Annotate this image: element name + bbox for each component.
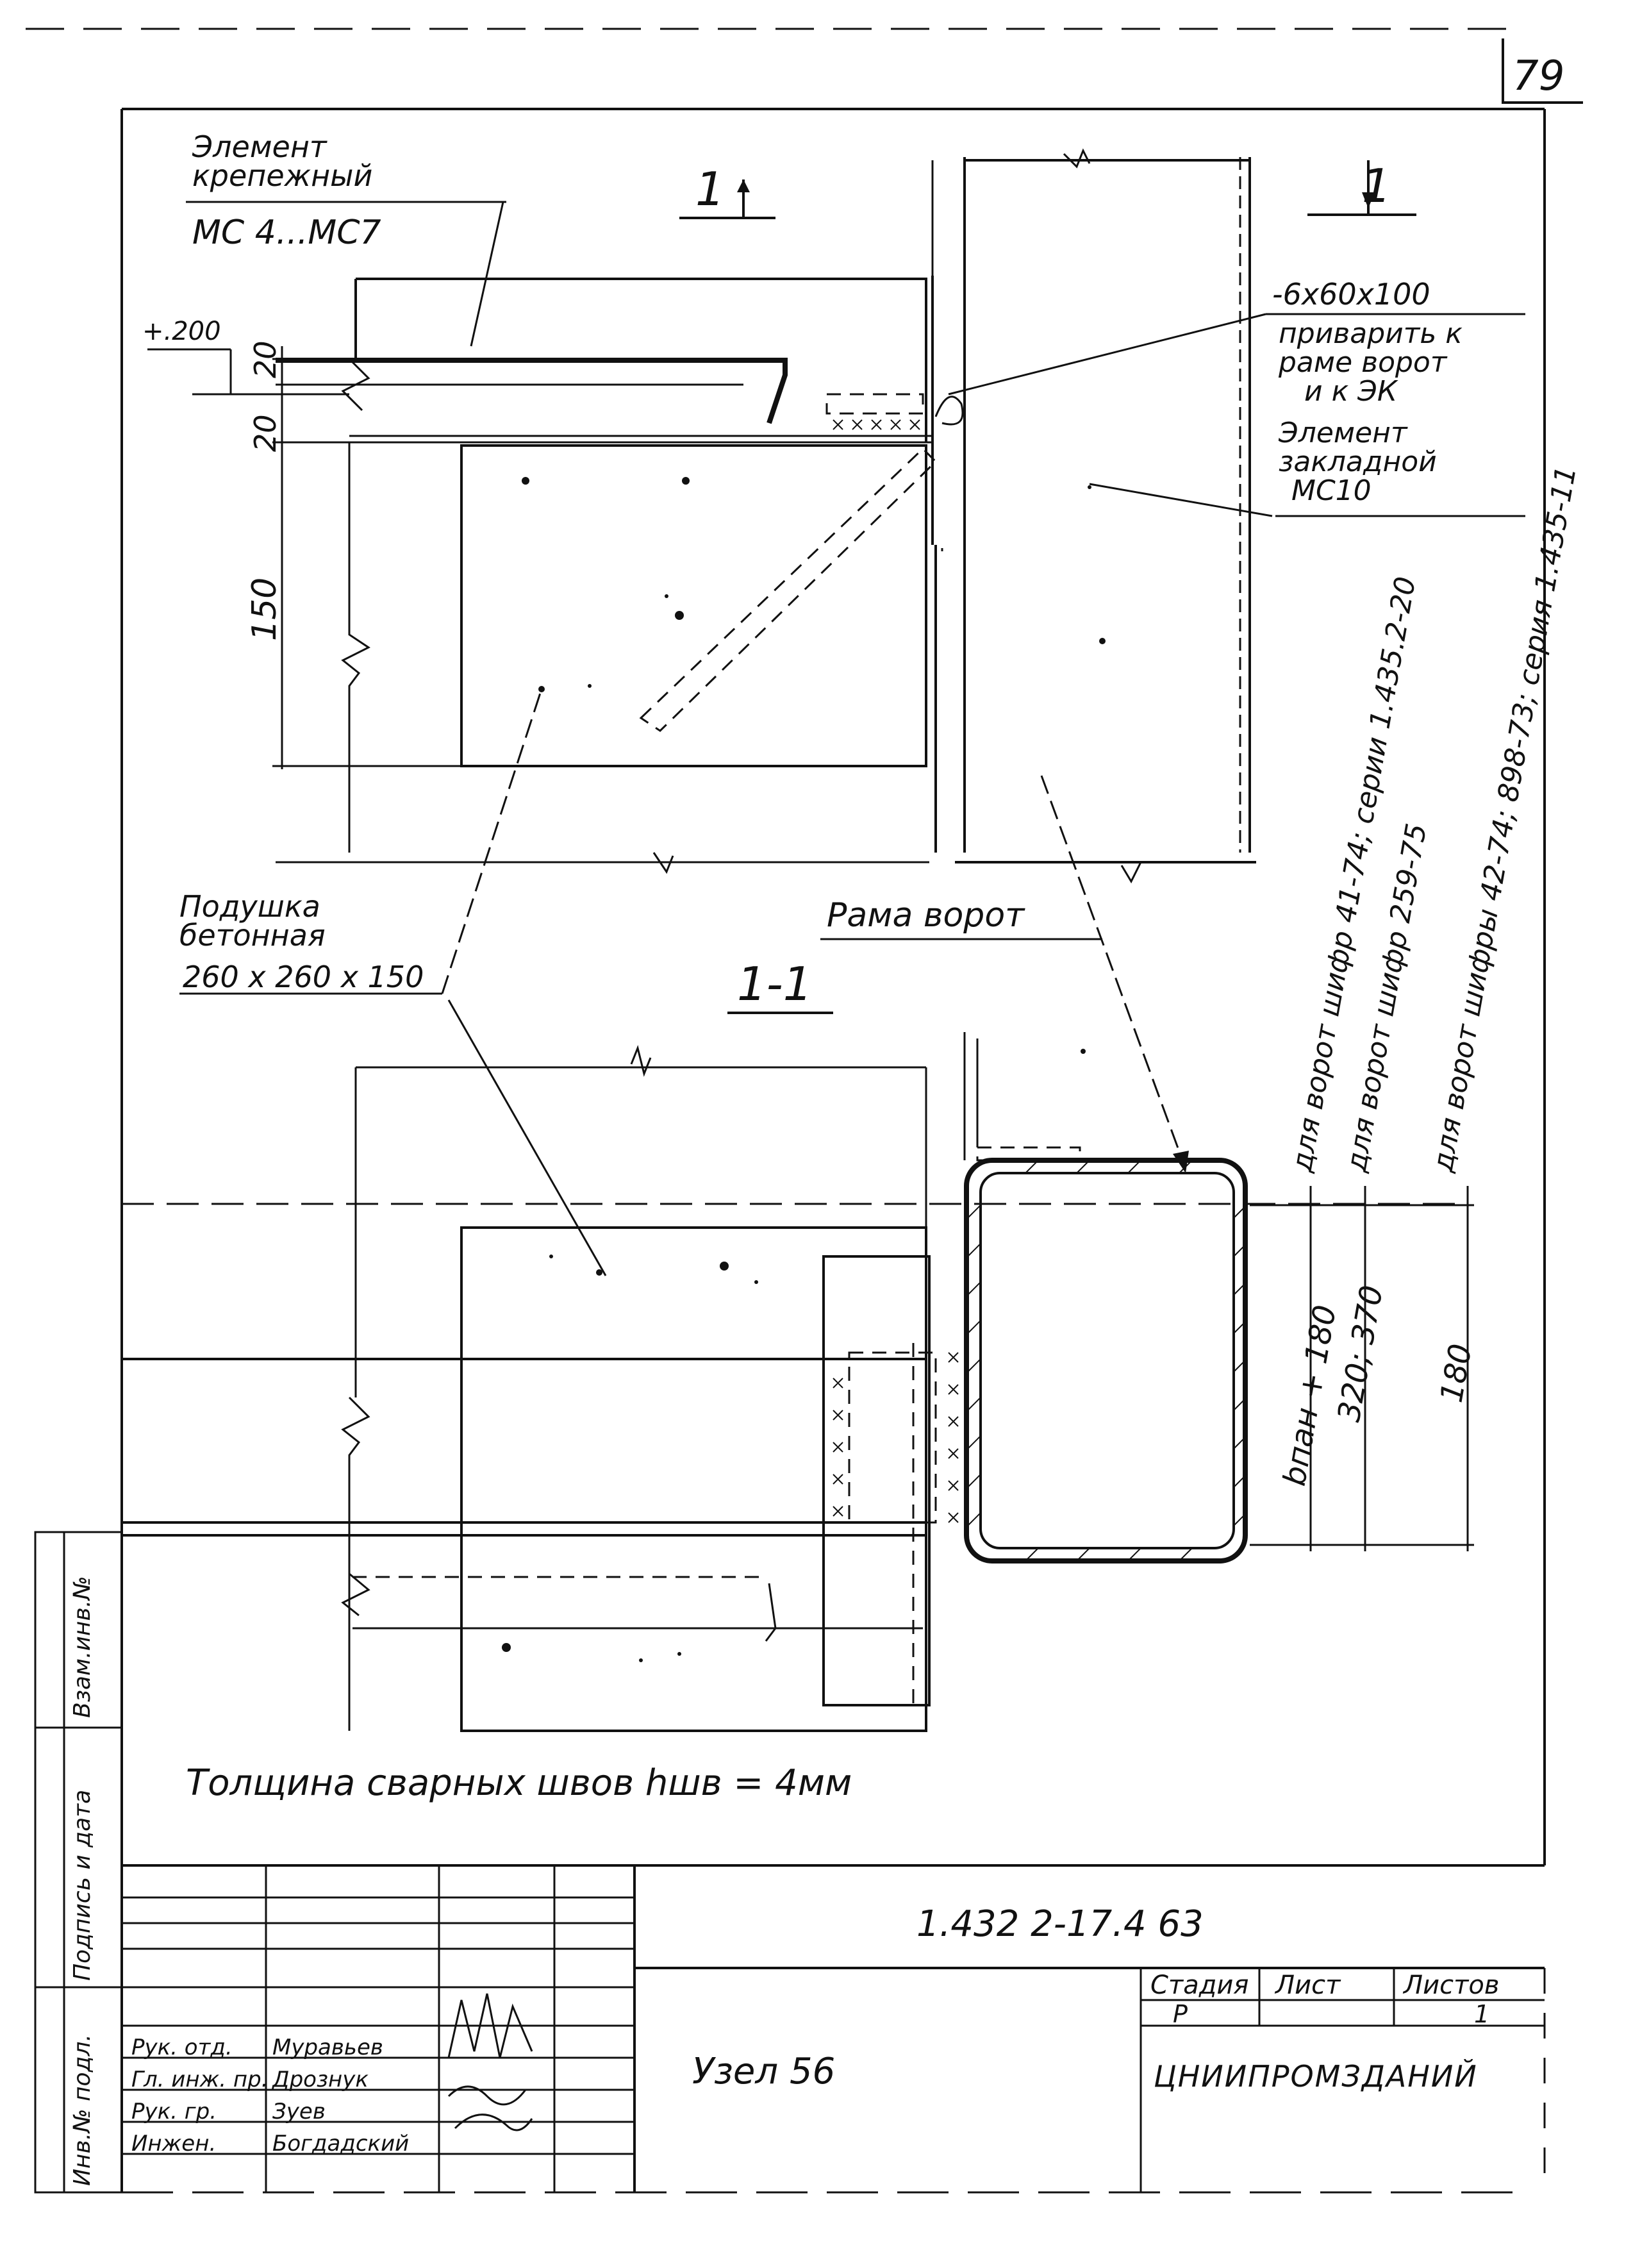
signature [447, 1993, 533, 2131]
label-fastener-2: крепежный [192, 158, 372, 193]
label-gate-frame: Рама ворот [827, 896, 1025, 935]
role-4: Инжен. [131, 2131, 216, 2156]
main-frame [120, 108, 1546, 2194]
section-mark-top: 1 [695, 162, 725, 216]
label-plate-note-1: приварить к [1279, 317, 1463, 350]
dim-top-20: 20 [248, 340, 283, 378]
name-4: Богдадский [272, 2131, 409, 2156]
section-mark-right: 1 [1362, 159, 1391, 213]
dim-b-plus-180: bпан + 180 [1277, 1303, 1344, 1488]
label-embedded-1: Элемент [1278, 417, 1408, 449]
label-fastener-marks: МС 4...МС7 [192, 213, 381, 252]
label-cushion-2: бетонная [179, 918, 326, 953]
sheets-value: 1 [1474, 2000, 1489, 2028]
organization: ЦНИИПРОМЗДАНИЙ [1154, 2059, 1478, 2094]
sheets-label: Листов [1402, 1971, 1499, 2000]
label-plate-note-2: раме ворот [1278, 346, 1448, 379]
dim-mid-20: 20 [248, 414, 283, 452]
label-plate-note-3: и к ЭК [1304, 375, 1398, 408]
label-weld-note: Толщина сварных швов hшв = 4мм [186, 1762, 852, 1804]
section-1-1: 1-1 [122, 957, 1479, 1804]
label-embedded-3: МС10 [1291, 474, 1372, 507]
dim-elevation: +.200 [142, 317, 221, 346]
name-2: Дрознук [271, 2067, 369, 2092]
stamp-signature-date: Подпись и дата [69, 1790, 95, 1981]
gate-notes: для ворот шифр 41-74; серии 1.435.2-20 д… [1285, 463, 1582, 1175]
title-block: 1.432 2-17.4 63 Узел 56 Стадия Лист Лист… [122, 1864, 1545, 2192]
stage-value: Р [1173, 2000, 1188, 2028]
section-title: 1-1 [737, 957, 813, 1011]
label-embedded-2: закладной [1279, 446, 1437, 478]
label-plate-spec: -6х60х100 [1272, 277, 1430, 312]
document-code: 1.432 2-17.4 63 [916, 1903, 1204, 1945]
role-1: Рук. отд. [131, 2035, 233, 2060]
gate-note-3: для ворот шифры 42-74; 898-73; серия 1.4… [1426, 463, 1582, 1175]
stamp-original-inventory: Инв.№ подл. [69, 2034, 95, 2186]
dim-320-370: 320; 370 [1331, 1283, 1390, 1424]
concrete-speckle [502, 477, 1106, 1662]
name-1: Муравьев [272, 2035, 383, 2060]
stage-label: Стадия [1150, 1971, 1248, 2000]
label-cushion-3: 260 х 260 х 150 [183, 960, 424, 994]
side-stamp: Взам.инв.№ Подпись и дата Инв.№ подл. [34, 1531, 123, 2194]
role-3: Рук. гр. [131, 2099, 217, 2124]
name-3: Зуев [272, 2099, 326, 2124]
upper-view: 1 [142, 129, 1525, 1276]
dim-180: 180 [1434, 1341, 1479, 1405]
sheet-label: Лист [1274, 1971, 1341, 2000]
label-fastener-1: Элемент [192, 129, 327, 164]
label-cushion-1: Подушка [179, 889, 320, 924]
stamp-replace-inventory: Взам.инв.№ [69, 1576, 95, 1718]
dim-height-150: 150 [245, 578, 284, 641]
role-2: Гл. инж. пр. [131, 2067, 268, 2092]
node-title: Узел 56 [692, 2051, 835, 2092]
page-number: 79 [1513, 53, 1564, 100]
